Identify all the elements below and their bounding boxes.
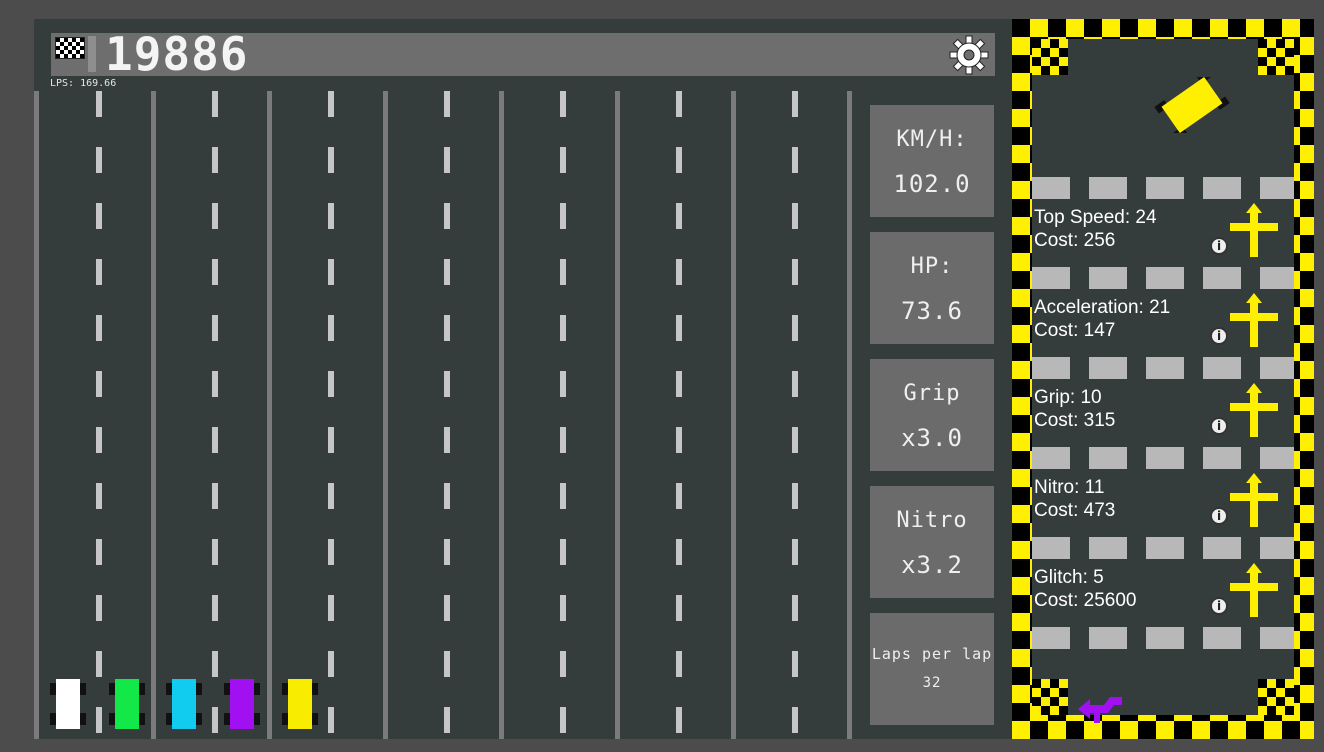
upgrade-arrow-icon[interactable] [1228, 471, 1280, 529]
race-car [224, 679, 260, 729]
upgrade-arrow-icon[interactable] [1228, 201, 1280, 259]
upgrade-cost: Cost: 25600 [1034, 590, 1137, 611]
upgrade-name: Acceleration: 21 [1034, 297, 1171, 318]
upgrade-name: Nitro: 11 [1034, 477, 1105, 498]
lane-divider [847, 91, 852, 739]
info-icon[interactable]: i [1210, 237, 1228, 255]
upgrade-arrow-icon[interactable] [1228, 561, 1280, 619]
gear-icon[interactable] [949, 35, 989, 75]
back-arrow-icon[interactable] [1076, 691, 1126, 727]
score-divider [88, 36, 96, 72]
upgrade-name: Top Speed: 24 [1034, 207, 1157, 228]
hp-box: HP: 73.6 [870, 232, 994, 344]
grip-label: Grip [903, 381, 961, 406]
lane-divider [499, 91, 504, 739]
lane-divider [151, 91, 156, 739]
laps-value: 32 [922, 675, 942, 691]
race-car [50, 679, 86, 729]
lane-marking [444, 91, 450, 739]
nitro-box: Nitro x3.2 [870, 486, 994, 598]
grip-value: x3.0 [901, 424, 963, 452]
race-car [109, 679, 145, 729]
row-separator [1032, 177, 1294, 199]
row-separator [1032, 357, 1294, 379]
lane-marking [792, 91, 798, 739]
row-separator [1032, 537, 1294, 559]
row-separator [1032, 267, 1294, 289]
info-icon[interactable]: i [1210, 507, 1228, 525]
upgrade-cost: Cost: 256 [1034, 230, 1116, 251]
row-separator [1032, 447, 1294, 469]
upgrade-arrow-icon[interactable] [1228, 291, 1280, 349]
nitro-label: Nitro [896, 508, 968, 533]
nitro-value: x3.2 [901, 551, 963, 579]
lane-divider [34, 91, 39, 739]
lps-readout: LPS: 169.66 [50, 78, 117, 89]
lane-marking [212, 91, 218, 739]
upgrade-name: Grip: 10 [1034, 387, 1102, 408]
lane-divider [615, 91, 620, 739]
lane-marking [96, 91, 102, 739]
info-icon[interactable]: i [1210, 327, 1228, 345]
lane-divider [383, 91, 388, 739]
score-bar: 19886 [51, 27, 995, 81]
hp-label: HP: [910, 254, 954, 279]
lane-marking [328, 91, 334, 739]
speed-box: KM/H: 102.0 [870, 105, 994, 217]
hp-value: 73.6 [901, 297, 963, 325]
grip-box: Grip x3.0 [870, 359, 994, 471]
info-icon[interactable]: i [1210, 597, 1228, 615]
lane-divider [731, 91, 736, 739]
checkered-corner [1258, 39, 1294, 75]
speed-label: KM/H: [896, 127, 968, 152]
lane-divider [267, 91, 272, 739]
row-separator [1032, 627, 1294, 649]
upgrade-name: Glitch: 5 [1034, 567, 1104, 588]
upgrade-cost: Cost: 473 [1034, 500, 1116, 521]
upgrade-cost: Cost: 315 [1034, 410, 1116, 431]
info-icon[interactable]: i [1210, 417, 1228, 435]
lane-marking [676, 91, 682, 739]
score-counter: 19886 [105, 27, 249, 81]
player-car-icon [1154, 77, 1230, 133]
upgrade-arrow-icon[interactable] [1228, 381, 1280, 439]
speed-value: 102.0 [893, 170, 971, 198]
race-car [166, 679, 202, 729]
race-lanes [34, 91, 864, 739]
checkered-corner [1258, 679, 1294, 715]
race-car [282, 679, 318, 729]
checkered-corner [1032, 679, 1068, 715]
laps-label: Laps per lap [871, 645, 993, 663]
checkered-corner [1032, 39, 1068, 75]
checkered-flag-icon [55, 37, 85, 59]
upgrade-cost: Cost: 147 [1034, 320, 1116, 341]
laps-box: Laps per lap 32 [870, 613, 994, 725]
game-screen: 19886 LPS: 169.66 [34, 19, 1314, 739]
lane-marking [560, 91, 566, 739]
